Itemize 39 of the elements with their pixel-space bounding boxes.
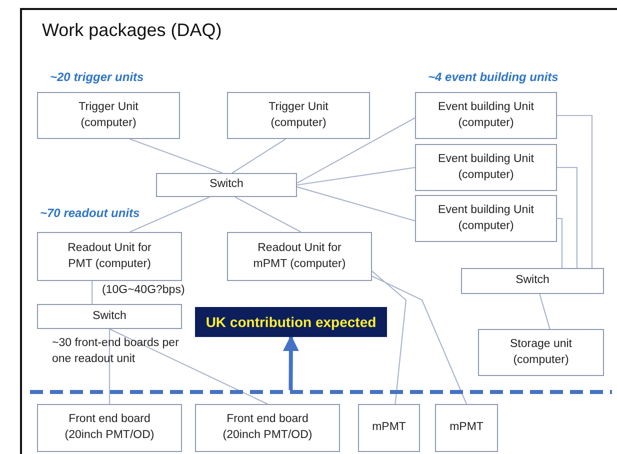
connector-line	[372, 276, 467, 404]
connector-line	[296, 166, 416, 186]
connector-line	[92, 281, 93, 304]
connector-line	[108, 329, 110, 404]
group-heading: ~20 trigger units	[50, 70, 144, 84]
connector-line	[296, 117, 416, 184]
unit-box: Front end board (20inch PMT/OD)	[195, 404, 340, 452]
unit-box: Trigger Unit (computer)	[37, 92, 180, 139]
unit-box: mPMT	[435, 404, 498, 452]
unit-box: Readout Unit for mPMT (computer)	[227, 232, 372, 281]
connector-line	[130, 196, 210, 232]
edge-label: (10G~40G?bps)	[100, 284, 187, 296]
unit-box: Event building Unit (computer)	[415, 195, 557, 242]
unit-box: Readout Unit for PMT (computer)	[37, 232, 182, 281]
unit-box: Event building Unit (computer)	[415, 92, 557, 139]
group-heading: ~70 readout units	[40, 206, 140, 220]
connector-line	[539, 294, 550, 330]
title: Work packages (DAQ)	[42, 20, 222, 41]
unit-box: Event building Unit (computer)	[415, 144, 557, 191]
connector-line	[557, 114, 593, 268]
connector-line	[296, 186, 416, 222]
connector-line	[232, 138, 286, 174]
connector-line	[109, 328, 268, 404]
connector-line	[130, 138, 222, 174]
connector-line	[557, 166, 578, 268]
unit-box: Trigger Unit (computer)	[227, 92, 370, 139]
arrow	[282, 335, 299, 390]
unit-box: mPMT	[358, 404, 420, 452]
unit-box: Switch	[37, 304, 182, 329]
unit-box: Storage unit (computer)	[478, 329, 604, 376]
connector-line	[557, 218, 562, 268]
highlight-banner: UK contribution expected	[195, 307, 387, 337]
connector-line	[234, 196, 302, 232]
unit-box: Front end board (20inch PMT/OD)	[37, 404, 182, 452]
connector-line	[372, 270, 407, 404]
note: ~30 front-end boards per one readout unit	[52, 336, 180, 367]
group-heading: ~4 event building units	[428, 70, 558, 84]
unit-box: Switch	[461, 268, 604, 294]
unit-box: Switch	[156, 173, 297, 197]
